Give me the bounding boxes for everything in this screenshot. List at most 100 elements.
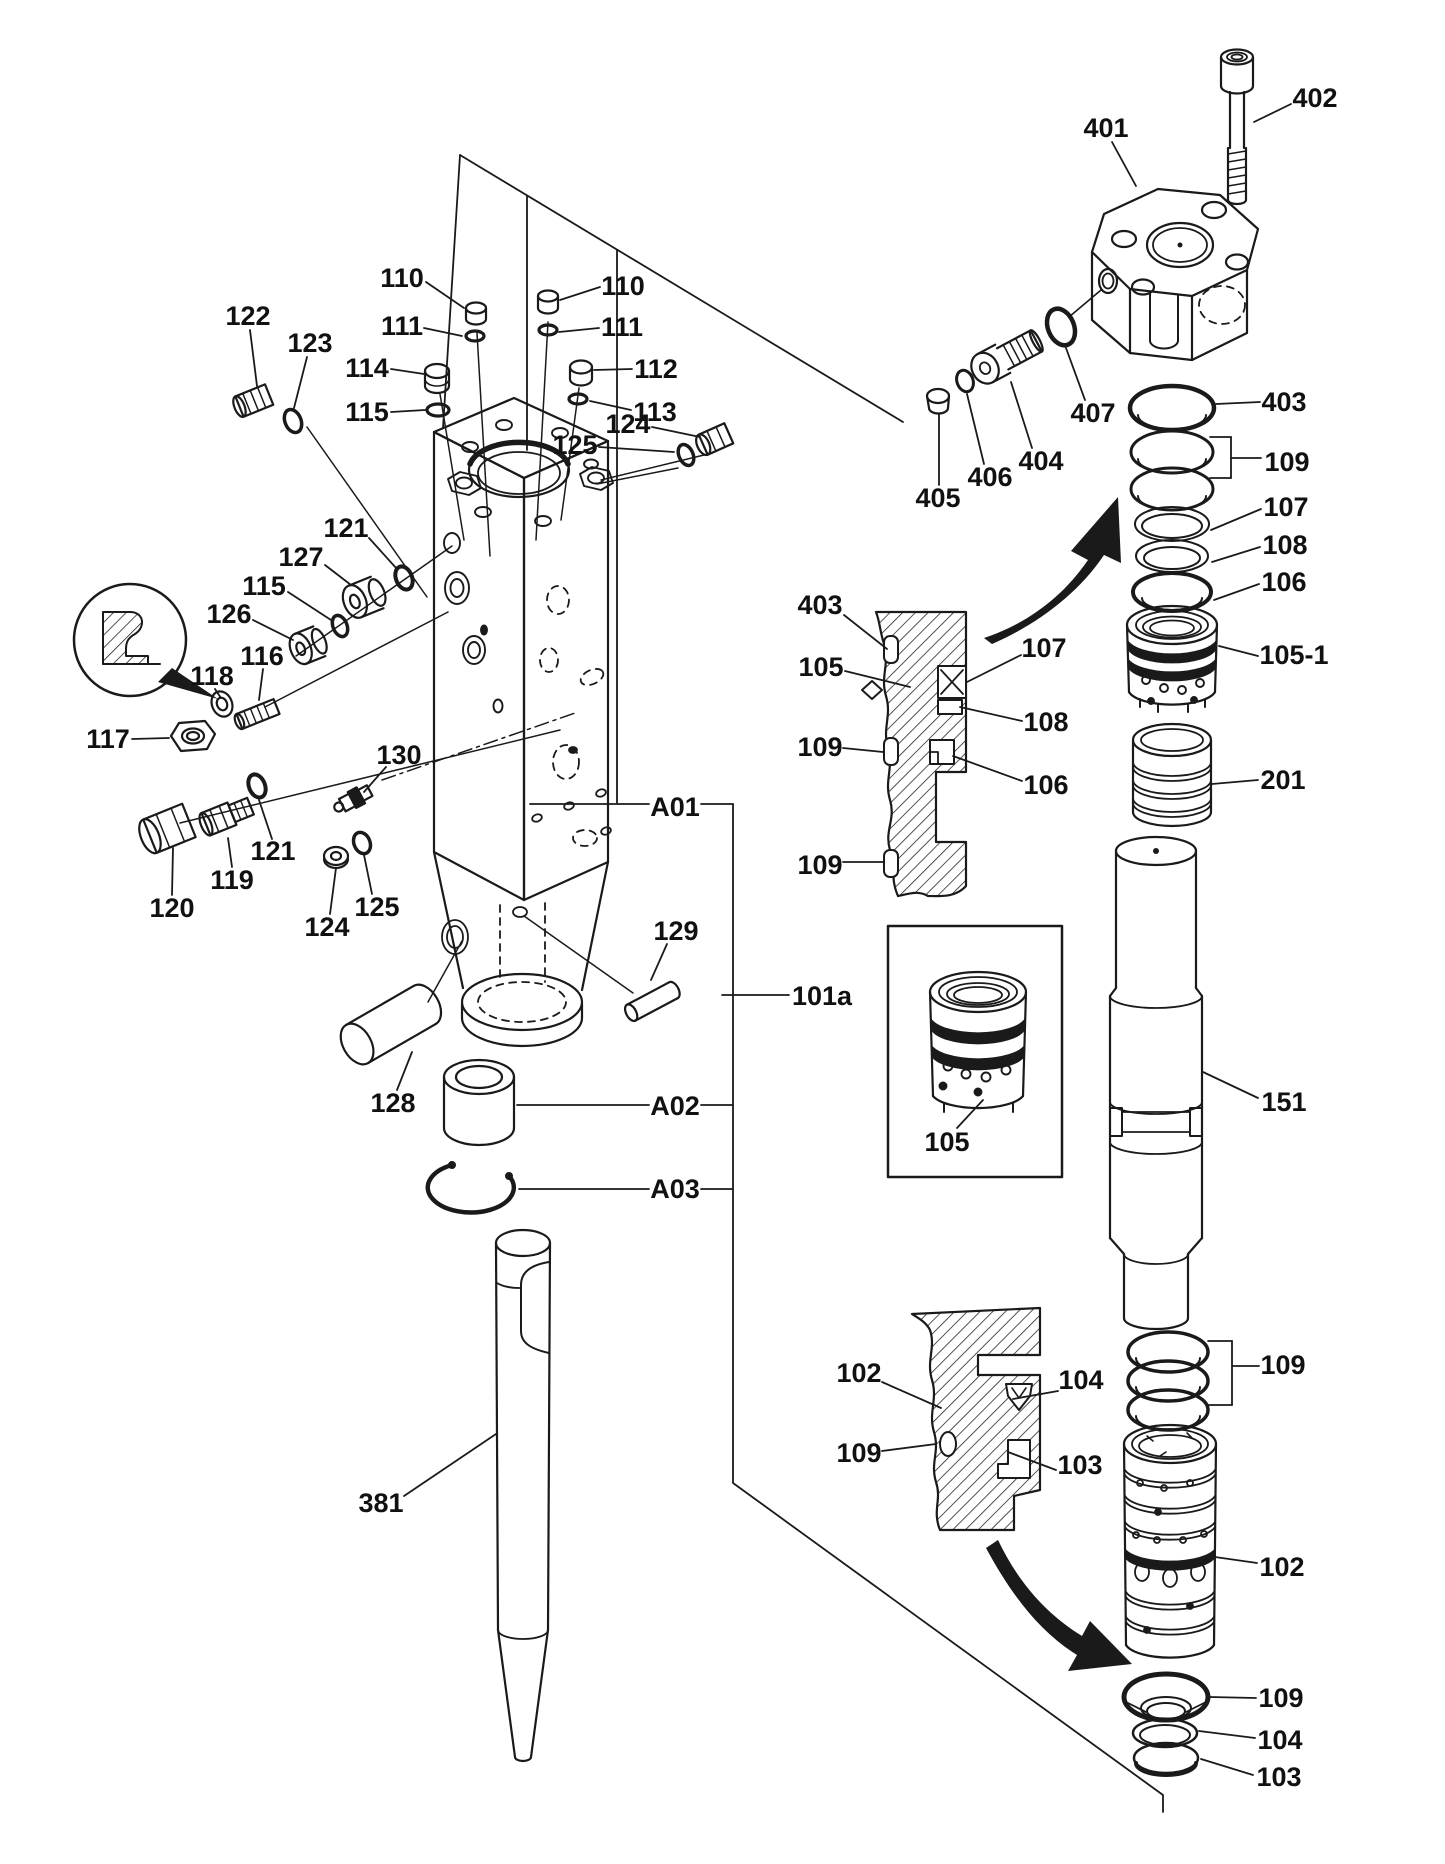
callout-107: 107: [1210, 492, 1309, 531]
callout-113: 113: [589, 397, 677, 427]
callout-109: 109: [1209, 436, 1310, 479]
callout-120: 120: [149, 847, 195, 923]
part-number-label: 101a: [792, 981, 853, 1011]
callout-106: 106: [952, 755, 1069, 800]
leader-line: [1202, 1071, 1259, 1099]
nut-117: [169, 719, 217, 753]
leader-line: [390, 368, 425, 375]
fitting-119: [198, 796, 255, 837]
leader-line: [881, 1381, 942, 1409]
plug-120: [138, 802, 197, 855]
part-number-label: 103: [1256, 1762, 1301, 1792]
callout-103: 103: [1200, 1758, 1302, 1792]
part-number-label: 109: [797, 732, 842, 762]
leader-line: [1215, 401, 1261, 405]
seal-glyph-109: [939, 1431, 957, 1457]
part-number-label: 106: [1023, 770, 1068, 800]
thrust-ring-201: [1131, 722, 1213, 828]
part-number-label: 109: [1264, 447, 1309, 477]
magnifier-pointer: [158, 668, 218, 699]
leader-line: [252, 619, 294, 641]
part-number-label: 112: [634, 354, 678, 384]
part-number-label: 113: [633, 397, 677, 427]
callout-151: 151: [1202, 1071, 1307, 1117]
part-number-label: 127: [278, 542, 323, 572]
part-number-label: 125: [354, 892, 399, 922]
leader-line: [881, 1443, 937, 1452]
piston-151: [1108, 835, 1204, 1331]
leader-line: [1213, 583, 1260, 601]
leader-line: [842, 747, 884, 753]
bushing-a02: [442, 1058, 516, 1147]
part-number-label: 123: [287, 328, 332, 358]
callout-115: 115: [242, 571, 332, 621]
part-number-label: 116: [240, 641, 284, 671]
pin-128: [339, 983, 443, 1066]
callout-404: 404: [1010, 381, 1064, 476]
part-number-label: 111: [601, 312, 643, 342]
part-number-label: 105: [798, 652, 843, 682]
part-number-label: 151: [1261, 1087, 1306, 1117]
part-number-label: 102: [836, 1358, 881, 1388]
callout-102: 102: [836, 1358, 942, 1409]
part-number-label: 115: [345, 397, 389, 427]
callout-108: 108: [1211, 530, 1308, 563]
inset-box-105: [886, 924, 1064, 1179]
oring-403-stack: [1127, 383, 1217, 433]
cross-section-cylinder-seals: [910, 1306, 1042, 1532]
part-number-label: 104: [1257, 1725, 1302, 1755]
oring-123: [282, 407, 304, 435]
callout-109: 109: [1207, 1340, 1306, 1406]
part-number-label: 406: [967, 462, 1012, 492]
callout-114: 114: [345, 353, 425, 383]
ring-104-bottom: [1131, 1717, 1199, 1749]
leader-line: [598, 446, 675, 453]
part-number-label: 402: [1292, 83, 1337, 113]
snap-ring-a03: [425, 1161, 517, 1215]
part-number-label: 105: [924, 1127, 969, 1157]
leader-line: [966, 393, 985, 465]
bore-chamfer: [467, 439, 571, 467]
leader-line: [559, 286, 601, 301]
part-number-label: 124: [605, 409, 650, 439]
leader-line: [1200, 1758, 1254, 1776]
callout-103: 103: [1007, 1450, 1103, 1480]
part-number-label: 108: [1262, 530, 1307, 560]
leader-line: [1253, 103, 1292, 123]
leader-line: [843, 614, 888, 650]
washer-124-lower: [322, 845, 350, 870]
callout-109: 109: [797, 850, 884, 880]
rings-109-stack: [1129, 429, 1215, 512]
callout-108: 108: [959, 706, 1069, 737]
plug-114: [423, 362, 451, 395]
callout-121: 121: [323, 513, 398, 570]
part-number-label: 403: [797, 590, 842, 620]
callout-A01: A01: [529, 792, 734, 822]
part-number-label: 125: [552, 430, 597, 460]
callout-201: 201: [1211, 765, 1306, 795]
callout-101a: 101a: [721, 981, 853, 1011]
part-number-label: 117: [86, 724, 130, 754]
part-number-label: 121: [250, 836, 295, 866]
part-number-label: 120: [149, 893, 194, 923]
cross-section-valve-seals: [861, 610, 968, 898]
part-number-label: 121: [323, 513, 368, 543]
leader-line: [363, 854, 373, 895]
leader-line: [1007, 1451, 1057, 1471]
leader-line: [966, 654, 1022, 683]
seal-glyph-403: [883, 635, 899, 664]
part-number-label: A01: [650, 792, 700, 822]
leader-line: [403, 1433, 497, 1497]
arrow-down-right: [986, 1540, 1132, 1671]
part-number-label: 109: [797, 850, 842, 880]
oring-115-top: [425, 402, 451, 418]
part-number-label: 106: [1261, 567, 1306, 597]
backdrop-panel-lines: [442, 154, 904, 804]
plug-126: [288, 625, 328, 666]
part-number-label: 405: [915, 483, 960, 513]
callout-105-1: 105-1: [1218, 640, 1329, 670]
leader-line: [1209, 1696, 1257, 1699]
oring-125-lower: [351, 830, 373, 856]
leader-line: [956, 1099, 984, 1129]
